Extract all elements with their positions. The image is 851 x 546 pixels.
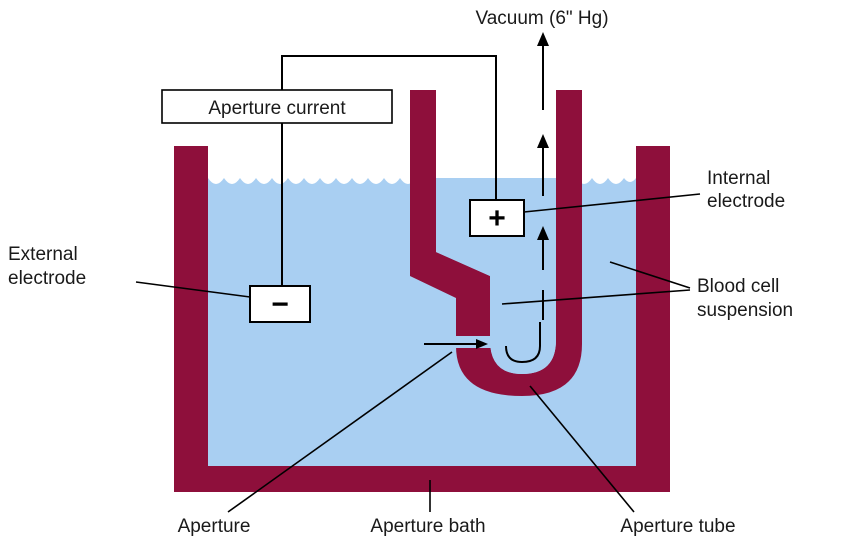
aperture-entry-arrowhead — [476, 339, 488, 349]
internal-electrode-label: Internal — [707, 168, 770, 189]
flow-path — [505, 322, 541, 364]
aperture-tube — [410, 90, 582, 396]
aperture-tube-leader — [529, 385, 635, 513]
internal-electrode-label-2: electrode — [707, 191, 785, 212]
aperture-label: Aperture — [178, 516, 251, 537]
blood-cell-label-2: suspension — [697, 300, 793, 321]
internal-electrode — [469, 199, 525, 237]
vacuum-arrowhead — [537, 32, 549, 46]
external-electrode-label: External — [8, 244, 78, 265]
aperture-tube-liquid — [436, 178, 556, 374]
circuit-wire — [281, 55, 497, 286]
aperture-opening — [455, 336, 491, 348]
aperture-current-box — [161, 89, 393, 124]
flow-arrowhead-1 — [537, 226, 549, 240]
blood-cell-leader-bath — [609, 261, 691, 289]
positive-symbol: + — [488, 202, 506, 235]
blood-cell-leader-tube — [501, 289, 691, 305]
aperture-tube-label: Aperture tube — [620, 516, 735, 537]
vacuum-label: Vacuum (6" Hg) — [475, 8, 608, 29]
external-electrode-label-2: electrode — [8, 268, 86, 289]
external-electrode — [249, 285, 311, 323]
negative-symbol: − — [271, 288, 289, 321]
internal-electrode-leader — [523, 193, 701, 213]
aperture-leader — [227, 351, 453, 513]
external-electrode-leader — [135, 281, 251, 298]
blood-cell-label: Blood cell — [697, 276, 779, 297]
aperture-current-label: Aperture current — [208, 98, 346, 119]
flow-arrowhead-2 — [537, 134, 549, 148]
aperture-bath-label: Aperture bath — [370, 516, 485, 537]
